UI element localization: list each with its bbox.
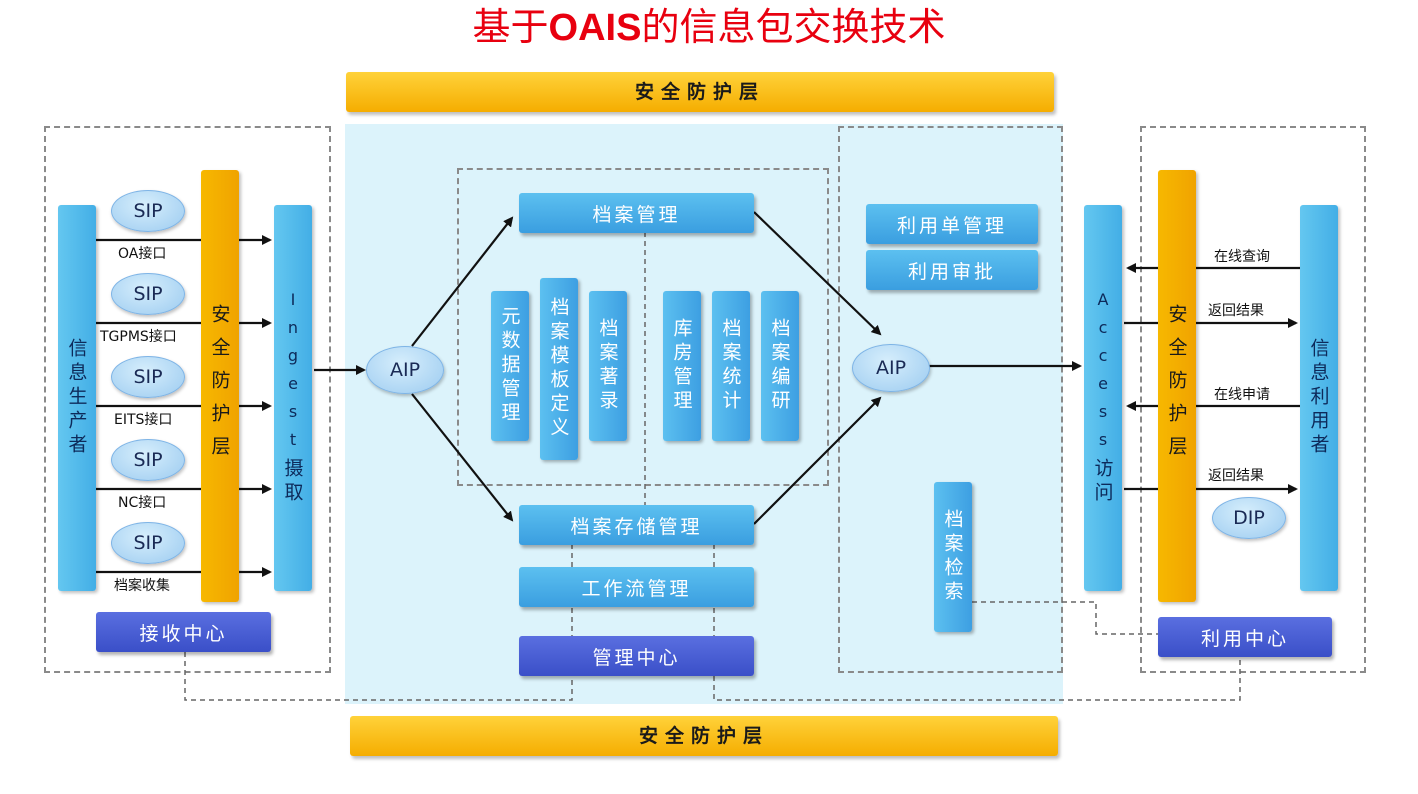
user-zone-box — [1140, 126, 1366, 673]
dip-oval: DIP — [1212, 497, 1286, 539]
ingest-zone-box — [44, 126, 331, 673]
diagram-title: 基于OAIS的信息包交换技术 — [472, 5, 946, 49]
sip-oval: SIP — [111, 273, 185, 315]
ingest-label-zh: 摄取 — [281, 458, 304, 506]
module-storage-room: 库房管理 — [663, 291, 701, 441]
module-metadata: 元数据管理 — [491, 291, 529, 441]
right-security-label: 安全防护层 — [1165, 303, 1188, 469]
archive-management-box: 档案管理 — [519, 193, 754, 233]
information-user-bar: 信息利用者 — [1300, 205, 1338, 591]
archive-storage-management-box: 档案存储管理 — [519, 505, 754, 545]
module-compilation: 档案编研 — [761, 291, 799, 441]
module-statistics: 档案统计 — [712, 291, 750, 441]
access-zone-box — [838, 126, 1063, 673]
access-label-en: Access — [1093, 290, 1113, 458]
ingest-label-en: Ingest — [283, 290, 303, 458]
use-form-management-box: 利用单管理 — [866, 204, 1038, 244]
archive-management-zone-box — [457, 168, 829, 486]
left-security-label: 安全防护层 — [208, 303, 231, 469]
module-cataloging: 档案著录 — [589, 291, 627, 441]
ingest-bar: Ingest 摄取 — [274, 205, 312, 591]
right-security-bar: 安全防护层 — [1158, 170, 1196, 602]
sip-oval: SIP — [111, 439, 185, 481]
information-producer-label: 信息生产者 — [65, 338, 88, 458]
online-query-label: 在线查询 — [1214, 249, 1270, 265]
interface-label: NC接口 — [118, 495, 167, 511]
interface-label: 档案收集 — [114, 578, 170, 594]
receiving-center-box: 接收中心 — [96, 612, 271, 652]
module-template: 档案模板定义 — [540, 278, 578, 460]
use-approval-box: 利用审批 — [866, 250, 1038, 290]
interface-label: TGPMS接口 — [100, 329, 177, 345]
access-bar: Access 访问 — [1084, 205, 1122, 591]
aip-left-oval: AIP — [366, 346, 444, 394]
workflow-management-box: 工作流管理 — [519, 567, 754, 607]
access-label-zh: 访问 — [1091, 458, 1114, 506]
security-layer-top: 安全防护层 — [346, 72, 1054, 112]
aip-right-oval: AIP — [852, 344, 930, 392]
sip-oval: SIP — [111, 522, 185, 564]
interface-label: EITS接口 — [114, 412, 173, 428]
interface-label: OA接口 — [118, 246, 167, 262]
information-user-label: 信息利用者 — [1307, 338, 1330, 458]
information-producer-bar: 信息生产者 — [58, 205, 96, 591]
archive-search-box: 档案检索 — [934, 482, 972, 632]
sip-oval: SIP — [111, 190, 185, 232]
sip-oval: SIP — [111, 356, 185, 398]
return-result-label: 返回结果 — [1208, 468, 1264, 484]
return-result-label: 返回结果 — [1208, 303, 1264, 319]
management-center-box: 管理中心 — [519, 636, 754, 676]
online-application-label: 在线申请 — [1214, 387, 1270, 403]
usage-center-box: 利用中心 — [1158, 617, 1332, 657]
left-security-bar: 安全防护层 — [201, 170, 239, 602]
security-layer-bottom: 安全防护层 — [350, 716, 1058, 756]
